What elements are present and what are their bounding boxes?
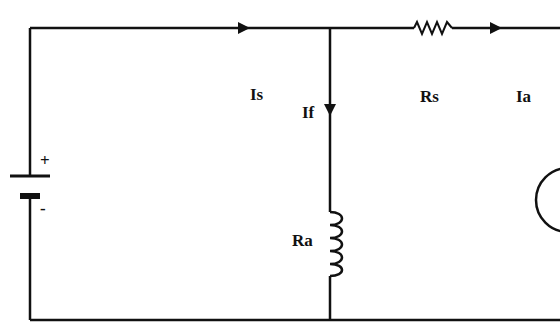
coil-symbol [330, 212, 342, 276]
circuit-label: If [302, 104, 314, 121]
armature-symbol [536, 168, 560, 232]
circuit-label: Rs [420, 88, 439, 105]
wire [29, 28, 32, 320]
circuit-label: - [40, 200, 46, 217]
circuit-label: Ra [292, 232, 313, 249]
battery-symbol [10, 176, 50, 196]
wire [30, 319, 560, 322]
resistor-symbol [414, 22, 452, 34]
current-arrow [238, 22, 250, 34]
circuit-label: Is [250, 86, 263, 103]
current-arrow [324, 104, 336, 116]
current-arrow [490, 22, 502, 34]
circuit-label: Ia [516, 88, 531, 105]
circuit-label: + [40, 152, 50, 169]
wire [30, 27, 560, 30]
